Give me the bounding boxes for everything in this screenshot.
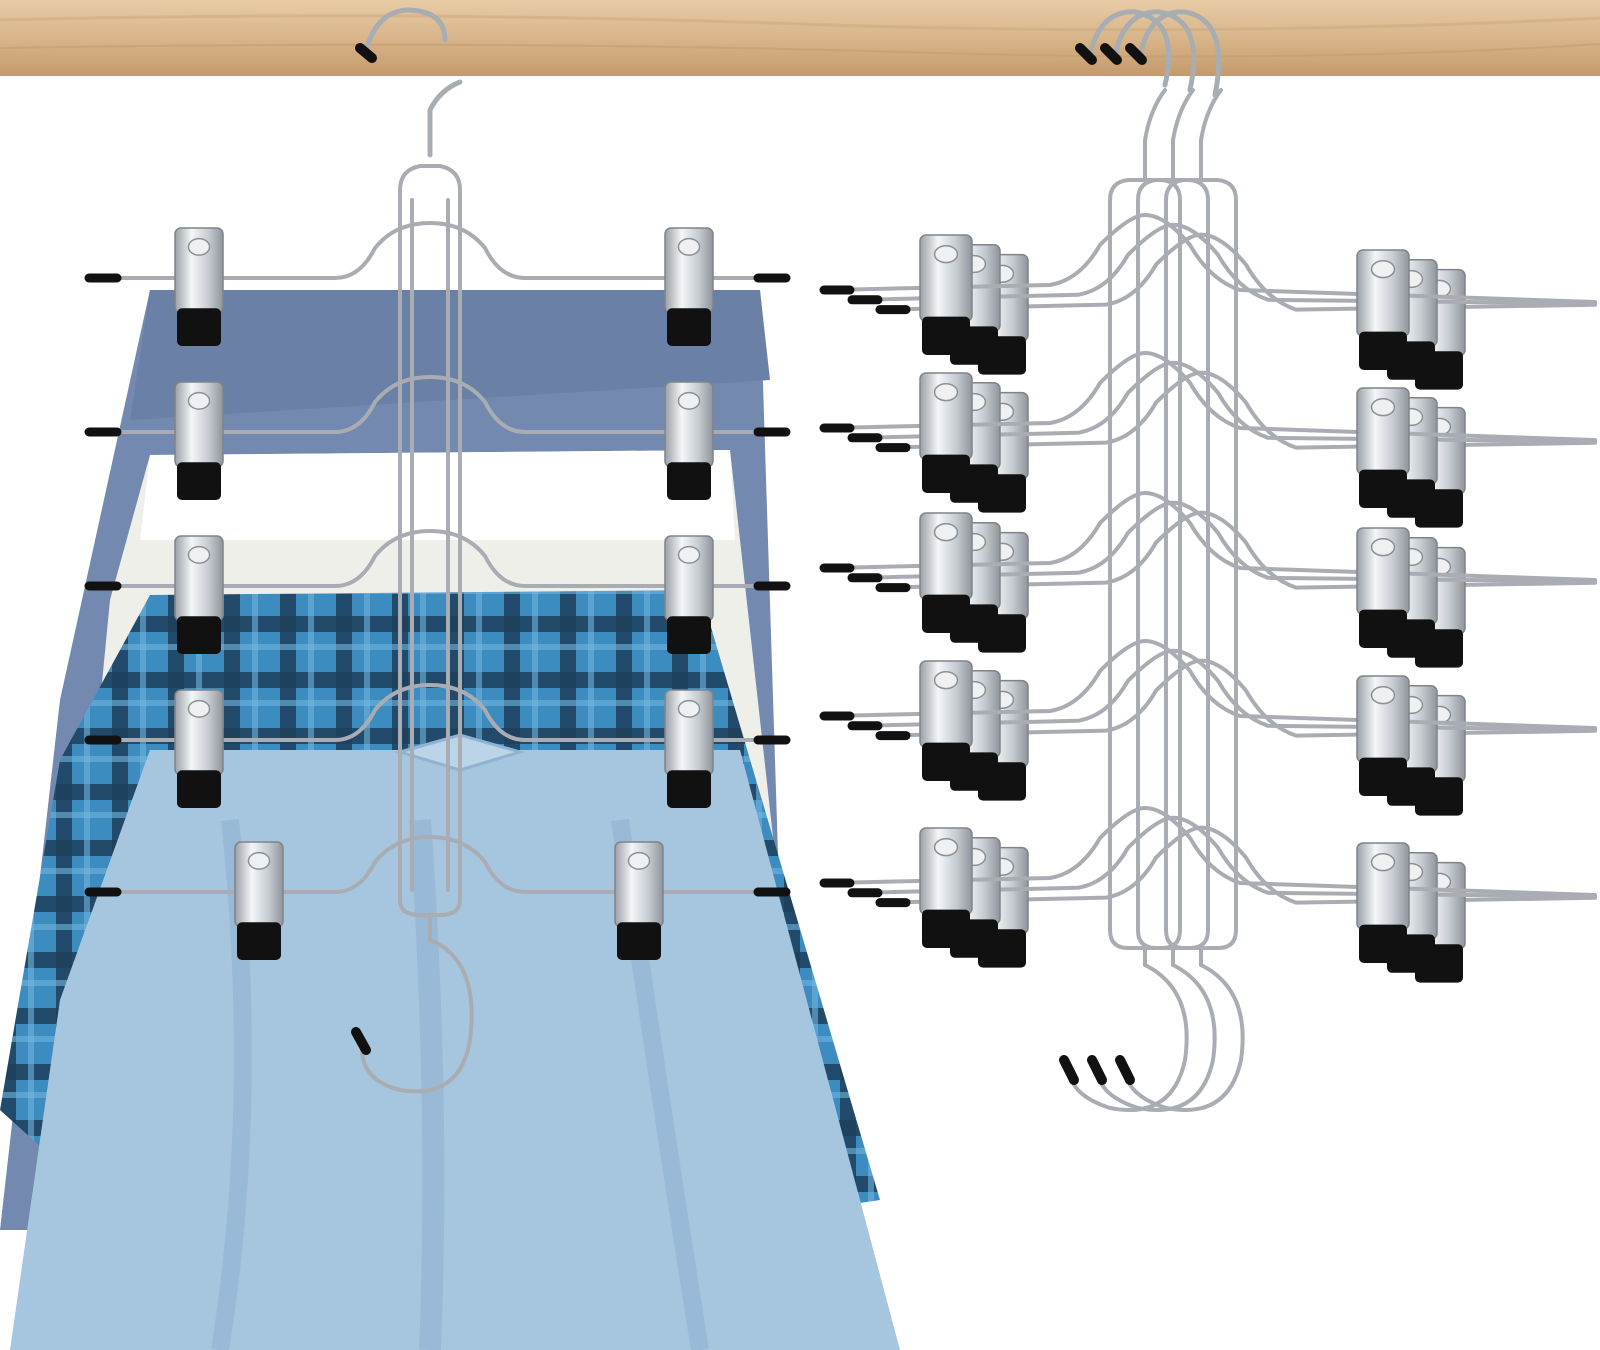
clip bbox=[664, 535, 714, 654]
clip bbox=[1356, 527, 1410, 648]
hanger-frame bbox=[1108, 178, 1182, 950]
hanger-frame bbox=[1136, 178, 1210, 950]
clip bbox=[919, 234, 973, 355]
clip bbox=[919, 660, 973, 781]
clip bbox=[664, 381, 714, 500]
bottom-s-hook bbox=[1124, 946, 1245, 1112]
hook-tip-cap bbox=[1087, 1055, 1107, 1085]
left-hanger bbox=[84, 164, 791, 1094]
clip bbox=[1356, 249, 1410, 370]
clip bbox=[919, 827, 973, 948]
hanger-frame-inner bbox=[410, 198, 450, 892]
hanger-neck bbox=[1171, 88, 1195, 182]
right-hanger-stack bbox=[819, 88, 1597, 1112]
hanger-tier-bar bbox=[93, 528, 782, 588]
hanger-tier-bar bbox=[828, 490, 1597, 582]
hanger-tier-bar bbox=[93, 834, 782, 894]
right-hanger bbox=[819, 88, 1597, 1112]
hanger-tier-bar bbox=[93, 374, 782, 434]
hook-tip-cap bbox=[1115, 1055, 1135, 1085]
clip bbox=[1356, 387, 1410, 508]
clip bbox=[174, 689, 224, 808]
clip bbox=[174, 535, 224, 654]
hanger-frame bbox=[398, 164, 462, 917]
hanger-tier-bar bbox=[828, 805, 1597, 897]
clip bbox=[1356, 842, 1410, 963]
hanger-tier-bar bbox=[828, 638, 1597, 730]
clip bbox=[919, 372, 973, 493]
hook-tip-cap bbox=[351, 1027, 371, 1055]
clip bbox=[174, 381, 224, 500]
clip bbox=[664, 689, 714, 808]
clip bbox=[919, 512, 973, 633]
hanger-neck bbox=[1143, 88, 1167, 182]
clip bbox=[664, 227, 714, 346]
bottom-s-hook bbox=[359, 913, 474, 1094]
clip bbox=[234, 841, 284, 960]
clip bbox=[174, 227, 224, 346]
hanger-tier-bar bbox=[93, 682, 782, 742]
bottom-s-hook bbox=[1068, 946, 1189, 1112]
clip bbox=[614, 841, 664, 960]
hanger-neck bbox=[1199, 88, 1223, 182]
hanger-tier-bar bbox=[828, 350, 1597, 442]
left-hanger-hook bbox=[355, 7, 463, 158]
clip bbox=[1356, 675, 1410, 796]
wooden-rod bbox=[0, 0, 1600, 76]
bottom-s-hook bbox=[1096, 946, 1217, 1112]
hanger-tier-bar bbox=[828, 212, 1597, 304]
hanger-tier-bar bbox=[93, 220, 782, 280]
right-hanger-hooks bbox=[1075, 9, 1222, 98]
hook-tip-cap bbox=[1059, 1055, 1079, 1085]
